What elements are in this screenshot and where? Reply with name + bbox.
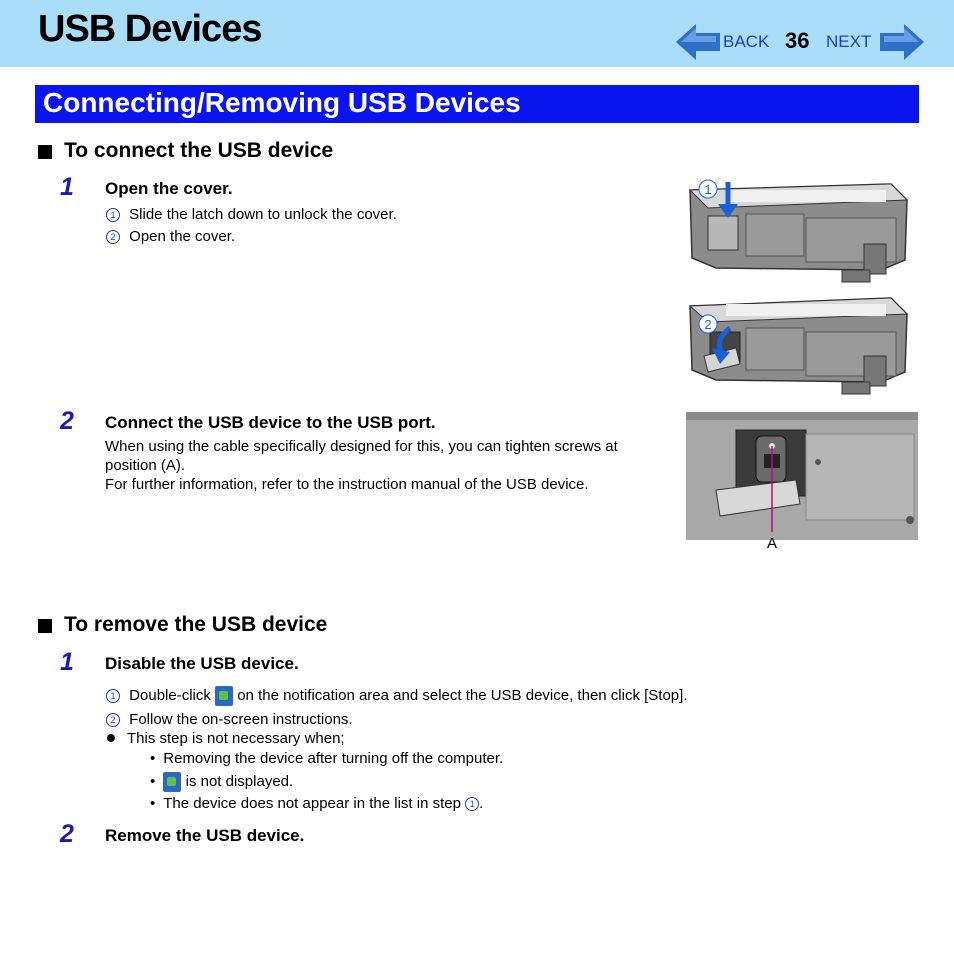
- circled-number-marker: 1: [106, 689, 120, 704]
- back-arrow-icon[interactable]: [676, 24, 720, 60]
- step-description-line: position (A).: [105, 457, 186, 474]
- bullet-dot-icon: [107, 734, 115, 742]
- back-link[interactable]: BACK: [723, 32, 770, 51]
- step-title: Disable the USB device.: [105, 654, 299, 673]
- step-title: Remove the USB device.: [105, 826, 305, 845]
- section-bar: [35, 85, 919, 123]
- next-arrow-icon[interactable]: [880, 24, 924, 60]
- callout-1: 1: [704, 182, 711, 197]
- square-bullet-icon: [38, 145, 52, 159]
- step-item: 2 Follow the on-screen instructions.: [106, 710, 353, 729]
- safely-remove-hardware-icon: [215, 686, 234, 707]
- step-number: 1: [60, 648, 74, 676]
- callout-2: 2: [704, 317, 711, 332]
- sub-list-item: • is not displayed.: [150, 772, 293, 793]
- cover-open-illustration: 2: [688, 297, 909, 395]
- sub-list-item: •The device does not appear in the list …: [150, 795, 484, 812]
- step-number: 2: [60, 407, 74, 435]
- step-number: 2: [60, 820, 74, 848]
- remove-heading: To remove the USB device: [64, 613, 328, 636]
- circled-number-marker: 1: [465, 797, 480, 812]
- page-title: USB Devices: [38, 8, 262, 50]
- latch-unlock-illustration: 1: [688, 179, 909, 283]
- step-description-line: When using the cable specifically design…: [105, 438, 618, 455]
- step-item-text: Slide the latch down to unlock the cover…: [129, 206, 397, 223]
- step-item-text: Follow the on-screen instructions.: [129, 711, 353, 728]
- circled-number-marker: 2: [106, 713, 120, 728]
- connect-heading: To connect the USB device: [64, 139, 334, 162]
- usb-port-illustration: A: [686, 412, 918, 552]
- step-item-text: Open the cover.: [129, 228, 236, 245]
- page-number: 36: [785, 28, 810, 53]
- section-title: Connecting/Removing USB Devices: [43, 87, 521, 118]
- callout-a: A: [767, 535, 777, 552]
- safely-remove-hardware-icon: [163, 772, 182, 793]
- circled-number-marker: 2: [106, 230, 120, 245]
- step-description-line: For further information, refer to the in…: [105, 476, 589, 493]
- step-item: 1 Slide the latch down to unlock the cov…: [106, 205, 397, 224]
- step-item-text: on the notification area and select the …: [237, 687, 688, 704]
- step-item: 2 Open the cover.: [106, 227, 235, 246]
- sub-list-item: •Removing the device after turning off t…: [150, 750, 504, 767]
- square-bullet-icon: [38, 619, 52, 633]
- step-title: Open the cover.: [105, 179, 233, 198]
- note-text: This step is not necessary when;: [127, 730, 345, 747]
- step-number: 1: [60, 173, 74, 201]
- page-header: [0, 0, 954, 67]
- circled-number-marker: 1: [106, 208, 120, 223]
- step-item: 1 Double-click on the notification area …: [106, 686, 688, 707]
- step-item-text: Double-click: [129, 687, 211, 704]
- step-title: Connect the USB device to the USB port.: [105, 413, 436, 432]
- next-link[interactable]: NEXT: [826, 32, 872, 51]
